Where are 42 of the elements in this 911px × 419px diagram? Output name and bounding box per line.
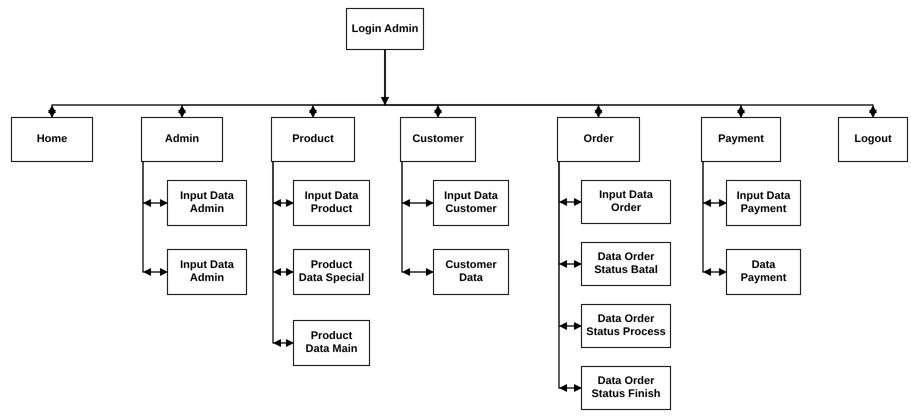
menu-label: Input Data Customer (443, 190, 499, 216)
menu-box (701, 117, 781, 162)
menu-box (141, 117, 223, 162)
menu-box (726, 249, 801, 295)
menu-box (346, 8, 424, 50)
menu-label: Data Order Status Finish (590, 375, 662, 401)
menu-box (581, 242, 671, 286)
menu-label: Product (292, 133, 334, 146)
menu-label: Input Data Admin (179, 259, 235, 285)
menu-box (581, 304, 671, 348)
menu-label: Product Data Special (298, 259, 365, 285)
menu-label: Input Data Product (304, 190, 360, 216)
menu-label: Customer (412, 133, 464, 146)
menu-box (726, 180, 801, 226)
menu-label: Input Data Payment (736, 190, 792, 216)
menu-label: Product Data Main (304, 330, 358, 356)
menu-label: Payment (718, 133, 764, 146)
menu-label: Home (36, 133, 68, 146)
menu-box (581, 366, 671, 410)
menu-box (271, 117, 355, 162)
menu-box (557, 117, 640, 162)
menu-label: Login Admin (352, 22, 418, 36)
menu-box (167, 249, 247, 295)
menu-box (11, 117, 93, 162)
menu-label: Data Payment (740, 259, 788, 285)
menu-label: Input Data Admin (179, 190, 235, 216)
menu-box (293, 249, 370, 295)
menu-box (581, 180, 671, 224)
menu-label: Input Data Order (598, 189, 654, 215)
menu-box (400, 117, 476, 162)
menu-box (167, 180, 247, 226)
menu-label: Data Order Status Process (586, 313, 666, 339)
menu-box (433, 249, 509, 295)
menu-box (293, 320, 370, 366)
menu-box (838, 117, 908, 162)
menu-label: Admin (164, 133, 200, 146)
menu-label: Order (584, 133, 614, 146)
menu-label: Logout (854, 133, 892, 146)
menu-label: Data Order Status Batal (593, 251, 659, 277)
menu-label: Customer Data (444, 259, 498, 285)
menu-box (433, 180, 509, 226)
menu-box (293, 180, 370, 226)
